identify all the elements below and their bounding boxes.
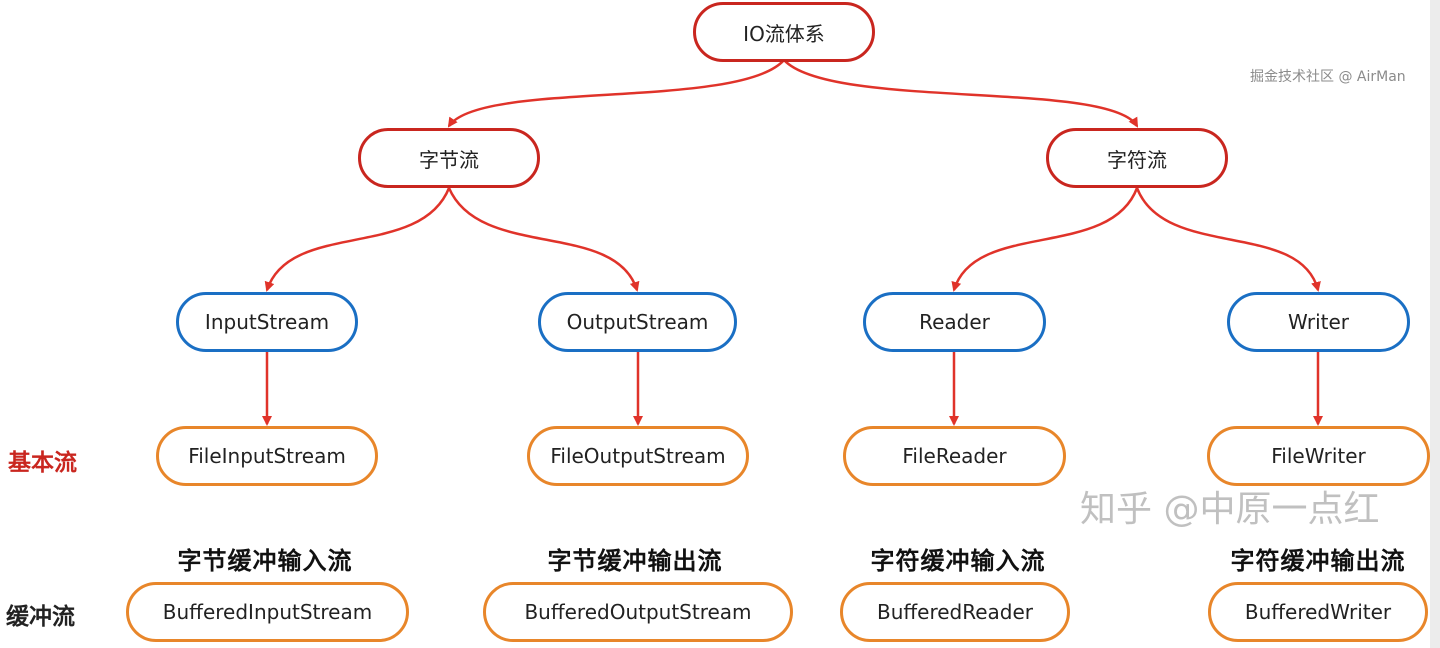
right-edge-strip: [1430, 0, 1440, 648]
node-inputstream: InputStream: [176, 292, 358, 352]
node-bufferedoutputstream: BufferedOutputStream: [483, 582, 793, 642]
heading-byte-buffered-input: 字节缓冲输入流: [177, 547, 353, 575]
arrow-root-to-char: [783, 59, 1139, 128]
watermark-zhihu: 知乎 @中原一点红: [1080, 489, 1380, 530]
heading-byte-buffered-output: 字节缓冲输出流: [547, 547, 723, 575]
row-label-basic: 基本流: [8, 450, 77, 476]
node-fileinputstream: FileInputStream: [156, 426, 378, 486]
arrow-root-to-byte: [447, 59, 785, 128]
node-bufferedreader: BufferedReader: [840, 582, 1070, 642]
node-filereader: FileReader: [843, 426, 1066, 486]
arrow-char-to-reader: [951, 187, 1139, 292]
heading-char-buffered-input: 字符缓冲输入流: [870, 547, 1046, 575]
row-label-buffered: 缓冲流: [6, 604, 75, 630]
node-io-root: IO流体系: [693, 2, 875, 62]
node-byte-stream: 字节流: [358, 128, 540, 188]
arrow-char-to-writer: [1135, 187, 1321, 292]
arrow-byte-to-output: [447, 187, 640, 292]
node-outputstream: OutputStream: [538, 292, 737, 352]
node-filewriter: FileWriter: [1207, 426, 1430, 486]
node-reader: Reader: [863, 292, 1046, 352]
watermark-juejin: 掘金技术社区 @ AirMan: [1250, 69, 1406, 85]
node-bufferedwriter: BufferedWriter: [1208, 582, 1428, 642]
node-bufferedinputstream: BufferedInputStream: [126, 582, 409, 642]
node-fileoutputstream: FileOutputStream: [527, 426, 749, 486]
node-writer: Writer: [1227, 292, 1410, 352]
arrow-byte-to-input: [264, 187, 451, 292]
node-char-stream: 字符流: [1046, 128, 1228, 188]
heading-char-buffered-output: 字符缓冲输出流: [1230, 547, 1406, 575]
